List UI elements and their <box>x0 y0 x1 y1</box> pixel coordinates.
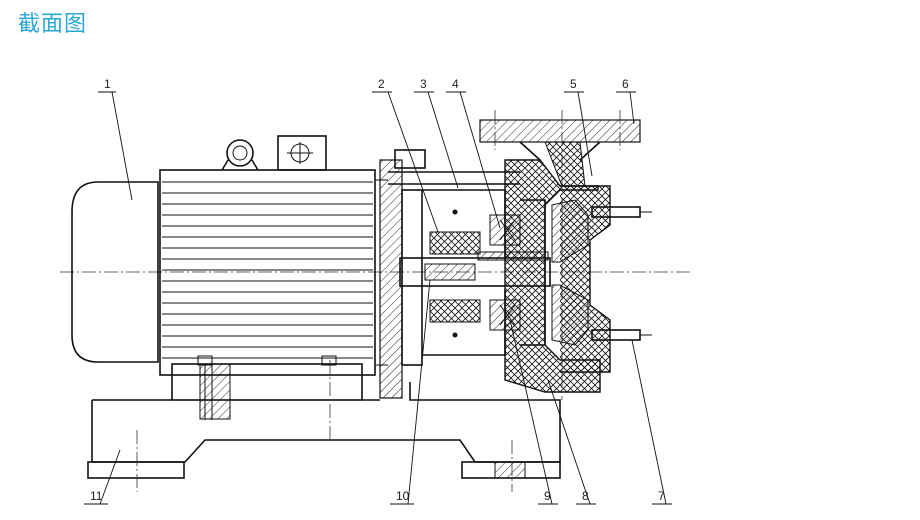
callout-leader-7 <box>631 339 667 505</box>
callout-leader-1 <box>111 91 133 201</box>
callout-leader-10 <box>407 279 431 505</box>
callout-label-9: 9 <box>544 489 551 503</box>
callout-label-10: 10 <box>396 489 410 503</box>
callout-leader-6 <box>629 91 635 125</box>
callout-leader-8 <box>547 379 591 505</box>
motor-flange <box>379 149 520 399</box>
callout-label-4: 4 <box>452 77 459 91</box>
callout-label-6: 6 <box>622 77 629 91</box>
callout-label-2: 2 <box>378 77 385 91</box>
callout-leader-4 <box>459 91 501 229</box>
callout-leader-2 <box>387 91 439 233</box>
callout-labels: 1 2 3 4 5 6 7 8 9 10 11 <box>90 77 665 503</box>
callout-leader-5 <box>577 91 593 177</box>
outlet-flange <box>479 110 641 400</box>
pump-base <box>87 355 561 492</box>
motor-body <box>159 169 388 376</box>
callout-leaders <box>84 91 672 505</box>
pump-casing <box>504 159 611 393</box>
callout-label-1: 1 <box>104 77 111 91</box>
terminal-box <box>277 135 327 171</box>
lifting-eye <box>221 139 259 171</box>
impeller <box>551 199 589 346</box>
callout-label-8: 8 <box>582 489 589 503</box>
callout-label-7: 7 <box>658 489 665 503</box>
callout-label-5: 5 <box>570 77 577 91</box>
callout-label-3: 3 <box>420 77 427 91</box>
callout-leader-9 <box>509 319 553 505</box>
casing-studs <box>591 206 652 341</box>
page-title: 截面图 <box>18 12 88 37</box>
motor-end-cap <box>71 181 159 363</box>
callout-leader-3 <box>427 91 459 189</box>
callout-leader-11 <box>99 449 121 505</box>
callout-label-11: 11 <box>90 489 103 503</box>
